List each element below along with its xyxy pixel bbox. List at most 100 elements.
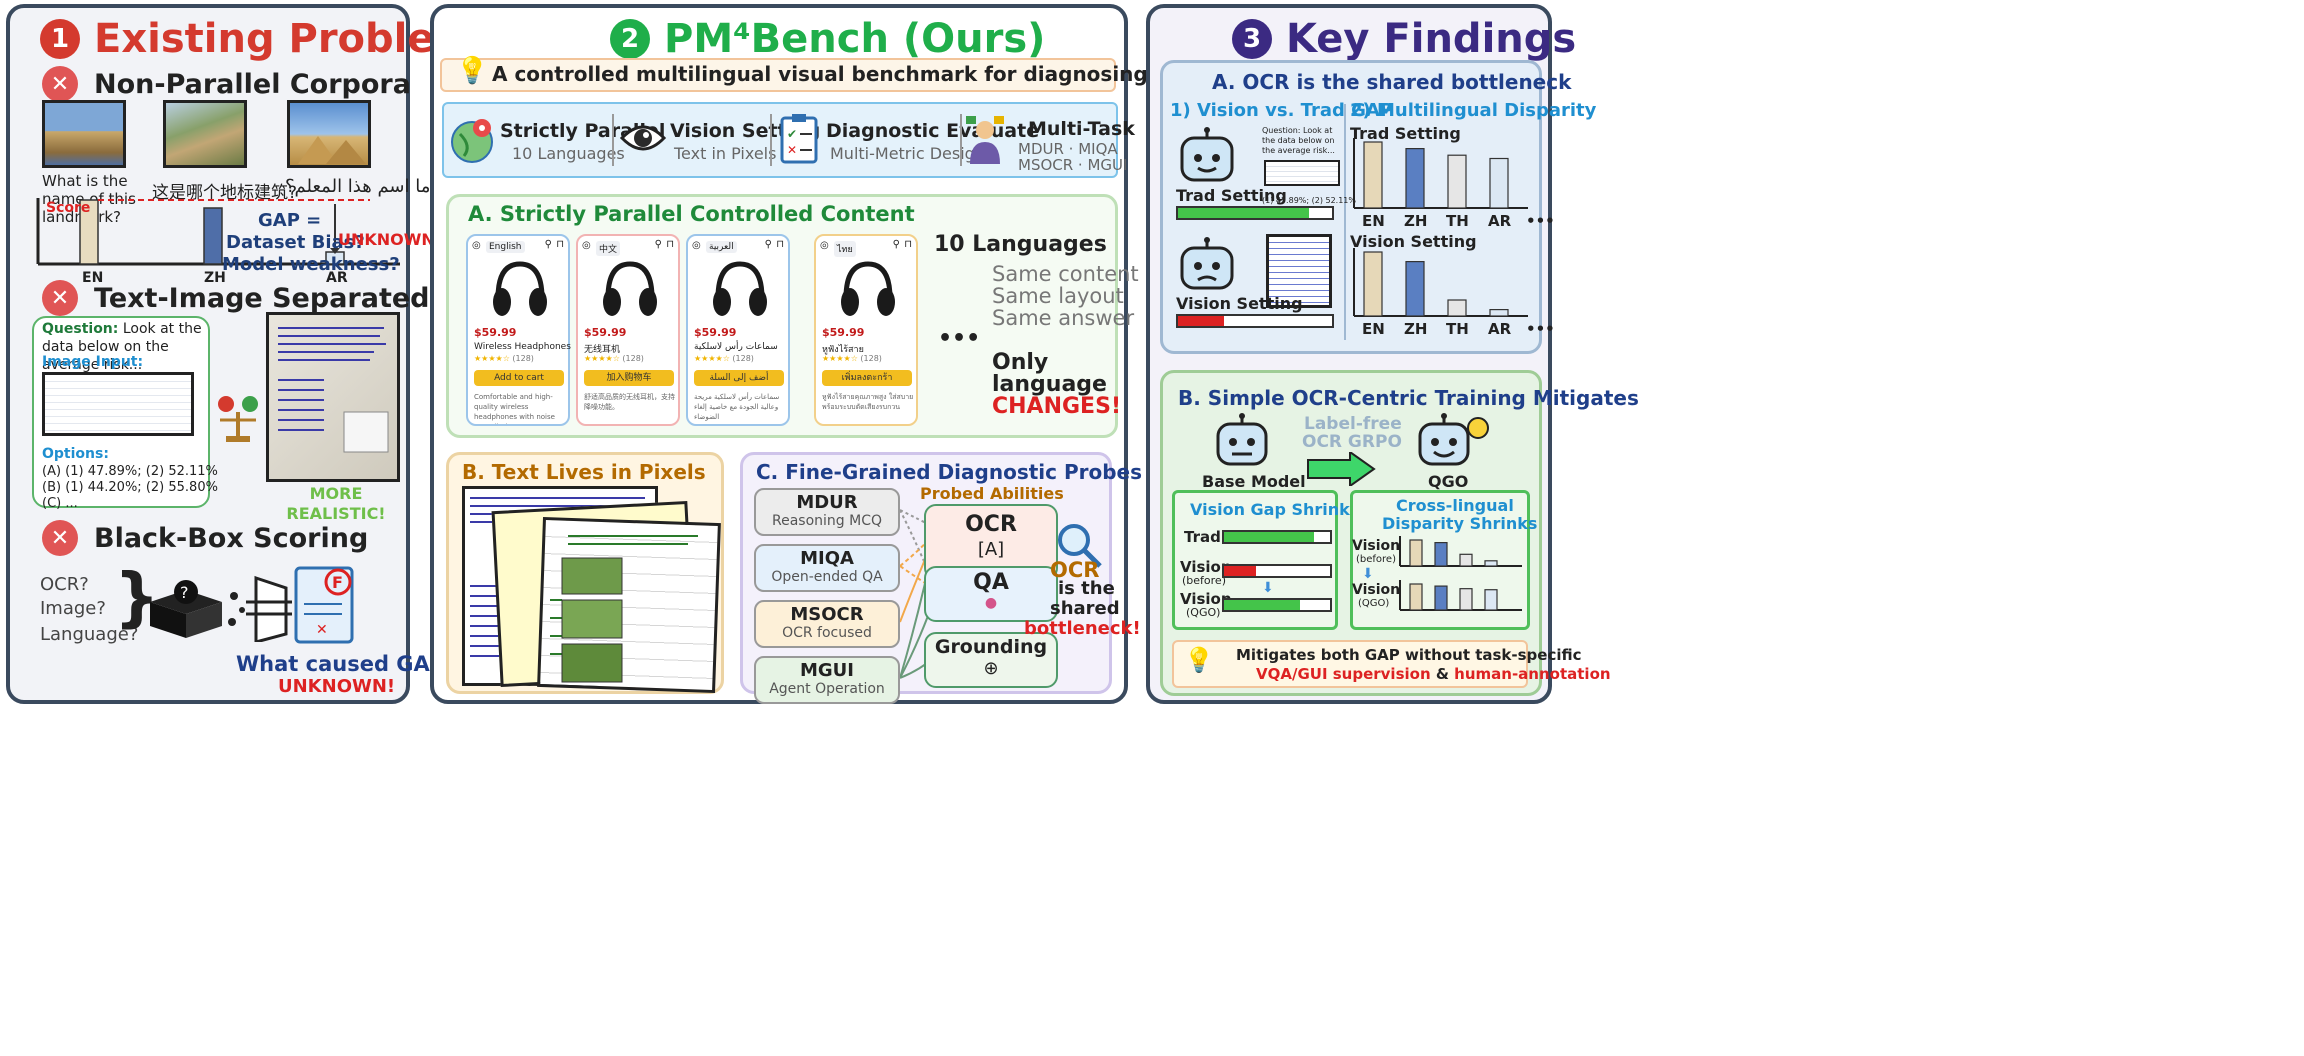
bar-ar [1484, 560, 1498, 567]
headphones-image [713, 261, 767, 316]
finding-a-sub1: 1) Vision vs. Trad GAP [1170, 100, 1394, 121]
add-to-cart-button[interactable]: أضف إلى السلة [694, 370, 784, 386]
finding-a-divider [1344, 104, 1346, 340]
unknown-label-2: UNKNOWN! [278, 676, 396, 697]
what-caused-gap: What caused GAP? [236, 652, 458, 676]
panel2-title-row: 2 PM⁴Bench (Ours) [610, 16, 1045, 62]
vision-disparity-chart [1353, 248, 1528, 317]
bar-en [1363, 141, 1383, 209]
image-input-label: Image Input: [42, 354, 144, 370]
disp-vision-before-label: Vision [1352, 538, 1401, 554]
svg-text:✔: ✔ [787, 127, 797, 141]
svg-text:✕: ✕ [787, 143, 797, 157]
bar-th [1447, 154, 1467, 209]
search-icon[interactable]: ⚲ [654, 239, 662, 250]
search-icon[interactable]: ⚲ [544, 239, 552, 250]
card-language-tag[interactable]: English [486, 241, 525, 253]
card-price: $59.99 [822, 326, 865, 339]
add-to-cart-button[interactable]: Add to cart [474, 370, 564, 386]
disparity-qgo-chart [1399, 580, 1522, 611]
search-icon[interactable]: ⚲ [764, 239, 772, 250]
globe-icon: ◎ [692, 240, 701, 251]
card-language-tag[interactable]: العربية [706, 241, 737, 253]
product-card: 中文 ◎ ⚲ ⊓ $59.99 无线耳机 ★★★★☆ (128) 加入购物车 舒… [576, 234, 680, 426]
add-to-cart-button[interactable]: เพิ่มลงตะกร้า [822, 370, 912, 386]
score-label: Score [46, 200, 91, 216]
options-label: Options: [42, 446, 109, 462]
chart-tick-zh: ZH [1404, 320, 1428, 338]
bar-th [1459, 588, 1473, 611]
gap-vision-before-bar [1222, 564, 1332, 578]
problem-non-parallel: ✕ Non-Parallel Corpora [42, 66, 411, 102]
bar-zh [1405, 148, 1425, 209]
card-product-name: Wireless Headphones [474, 342, 571, 352]
ability-grounding: Grounding⊕ [924, 632, 1058, 688]
gap-trad-bar [1222, 530, 1332, 544]
mini-document-thumbnail [1266, 234, 1332, 308]
svg-text:F: F [332, 573, 343, 592]
chart-tick-en: EN [1362, 212, 1385, 230]
lightbulb-icon: 💡 [456, 56, 489, 86]
cart-icon[interactable]: ⊓ [904, 239, 912, 250]
image-question: Image? [40, 598, 106, 619]
question-zh: 这是哪个地标建筑? [152, 183, 298, 203]
card-price: $59.99 [694, 326, 737, 339]
trad-chart-title: Trad Setting [1350, 124, 1461, 143]
magnifier-icon [1058, 524, 1102, 568]
cart-icon[interactable]: ⊓ [556, 239, 564, 250]
cart-icon[interactable]: ⊓ [776, 239, 784, 250]
balance-scale-icon [218, 396, 258, 442]
feature-diagnostic-desc: Multi-Metric Design [830, 144, 985, 163]
feature-vision-desc: Text in Pixels [674, 144, 777, 163]
gap-qgo-label: (QGO) [1186, 606, 1221, 619]
globe-pin-icon [451, 119, 493, 163]
mini-table-thumbnail [1264, 160, 1340, 186]
option-c: (C) ... [42, 496, 78, 511]
axis-zh: ZH [204, 270, 226, 286]
card-language-tag[interactable]: 中文 [596, 241, 621, 256]
disparity-title-2: Disparity Shrinks [1382, 514, 1538, 533]
gap-trad-fill [1224, 532, 1315, 542]
option-a: (A) (1) 47.89%; (2) 52.11% [42, 464, 218, 479]
gap-text-3: Model weakness? [222, 254, 400, 275]
bar-zh [1434, 585, 1448, 611]
chart-tick-zh: ZH [1404, 212, 1428, 230]
feature-divider [960, 114, 962, 166]
search-icon[interactable]: ⚲ [892, 239, 900, 250]
feature-multitask-desc-1: MDUR · MIQA [1018, 140, 1118, 158]
card-language-tag[interactable]: ไทย [834, 241, 856, 257]
gap-text-2: Dataset Bias? [226, 232, 365, 253]
language-label: language [992, 372, 1107, 397]
chart-tick-en: EN [1362, 320, 1385, 338]
landmark-image-great-wall [163, 100, 247, 168]
chart-tick-th: TH [1446, 212, 1469, 230]
svg-text:✕: ✕ [316, 622, 328, 638]
card-description: سماعات رأس لاسلكية مريحة وعالية الجودة م… [694, 393, 780, 421]
panel1-number: 1 [40, 19, 80, 59]
card-description: Comfortable and high-quality wireless he… [474, 393, 555, 424]
unknown-label: UNKNOWN! [338, 230, 443, 249]
trad-progress-bar [1176, 206, 1334, 220]
disp-before-label: (before) [1356, 554, 1396, 565]
card-product-name: หูฟังไร้สาย [822, 345, 864, 355]
base-model-robot-icon [1216, 413, 1268, 466]
add-to-cart-button[interactable]: 加入购物车 [584, 370, 674, 386]
gap-vision-before-label: Vision [1180, 558, 1232, 576]
score-chart [36, 198, 400, 266]
card-product-name: سماعات رأس لاسلكية [694, 342, 778, 352]
cart-icon[interactable]: ⊓ [666, 239, 674, 250]
bar-en [1409, 539, 1423, 567]
disparity-before-chart [1399, 536, 1522, 567]
gap-text-1: GAP = [258, 210, 322, 231]
globe-icon: ◎ [472, 240, 481, 251]
ocr-question: OCR? [40, 574, 89, 595]
bar-en [1409, 583, 1423, 611]
qgo-label: QGO [1428, 472, 1469, 491]
finding-a-sub2: 2) Multilingual Disparity [1350, 100, 1597, 121]
clipboard-check-icon: ✔ ✕ [780, 114, 818, 164]
crosshair-icon: ⊕ [983, 658, 999, 679]
feature-parallel-desc: 10 Languages [512, 144, 625, 163]
photo-document-image [266, 312, 400, 482]
